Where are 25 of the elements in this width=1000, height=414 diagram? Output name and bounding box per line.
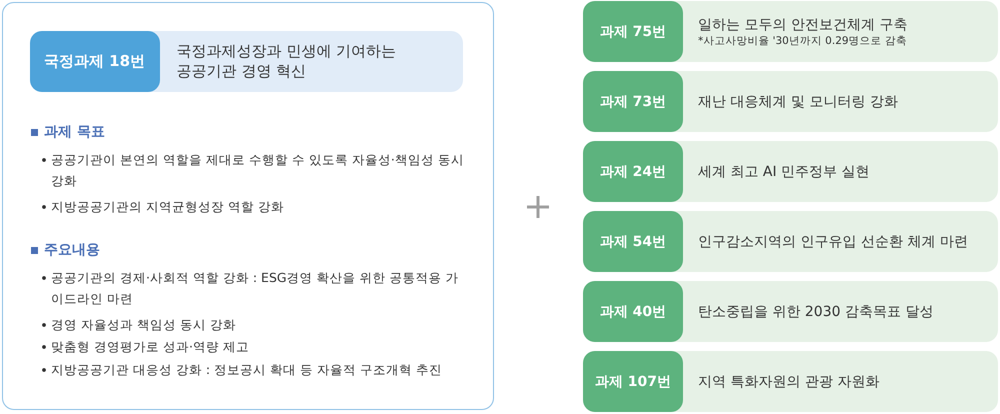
task-description: 세계 최고 AI 민주정부 실현 (698, 162, 871, 180)
task-number-badge: 국정과제 18번 (30, 30, 160, 92)
task-description: 일하는 모두의 안전보건체계 구축 (698, 16, 908, 34)
task-number-badge: 과제 73번 (583, 71, 683, 132)
task-row (583, 351, 998, 412)
task-number-badge: 과제 40번 (583, 281, 683, 342)
task-row (583, 211, 998, 272)
header-bar (30, 30, 462, 92)
task-row (583, 141, 998, 202)
task-row (583, 71, 998, 132)
task-number-badge: 과제 24번 (583, 141, 683, 202)
task-description: 탄소중립을 위한 2030 감축목표 달성 (698, 302, 934, 320)
task-row (583, 1, 998, 62)
section-heading: 주요내용 (31, 241, 461, 259)
header-title: 국정과제성장과 민생에 기여하는 공공기관 경영 혁신 (176, 40, 396, 80)
task-description: 인구감소지역의 인구유입 선순환 체계 마련 (698, 232, 969, 250)
task-description: 지역 특화자원의 관광 자원화 (698, 372, 880, 390)
section-heading: 과제 목표 (31, 123, 461, 141)
footnote-text: *사고사망비율 '30년까지 0.29명으로 감축 (698, 34, 908, 48)
task-row (583, 281, 998, 342)
content-panel (2, 2, 494, 410)
task-number-badge: 과제 54번 (583, 211, 683, 272)
task-number-badge: 과제 107번 (583, 351, 683, 412)
task-number-badge: 과제 75번 (583, 1, 683, 62)
task-description: 재난 대응체계 및 모니터링 강화 (698, 92, 899, 110)
